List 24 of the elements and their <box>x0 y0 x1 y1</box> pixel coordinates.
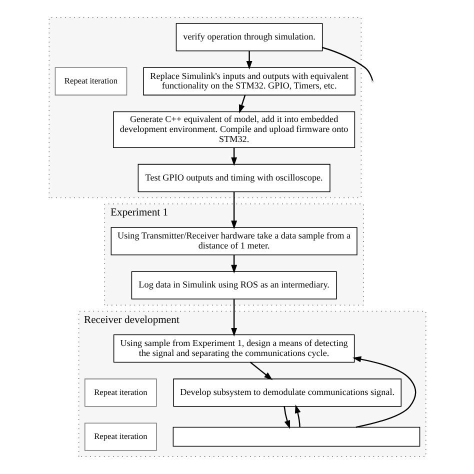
node-box: Repeat iteration <box>54 67 127 96</box>
node-box: verify operation through simulation. <box>175 23 322 52</box>
cluster <box>48 17 362 198</box>
arrow <box>230 254 237 274</box>
node-box: Log data in Simulink using ROS as an intermediary. <box>130 271 336 300</box>
arrow <box>246 51 252 70</box>
arrow <box>249 362 272 380</box>
arrow <box>352 356 416 428</box>
arrow <box>230 192 237 230</box>
node-box: Using Transmitter/Receiver hardware take a data sample from a distance of 1 meter. <box>110 227 357 256</box>
node-box <box>172 426 420 447</box>
node-box: Using sample from Experiment 1, design a means of detecting the signal and separating the communications cycle. <box>112 334 354 363</box>
node-box: Generate C++ equivalent of model, add it into embedded development environment. Compile and upload firmware onto STM32. <box>112 111 355 148</box>
node-box: Repeat iteration <box>84 378 156 407</box>
arrow <box>294 404 300 428</box>
node-box: Replace Simulink's inputs and outputs with equivalent functionality on the STM32. GPIO, Timers, etc. <box>142 67 355 96</box>
arrow <box>230 299 237 337</box>
arrow <box>230 148 237 166</box>
connector <box>322 46 373 81</box>
node-box: Test GPIO outputs and timing with oscilloscope. <box>137 164 330 192</box>
node-box: Develop subsystem to demodulate communications signal. <box>172 378 401 407</box>
arrow <box>283 406 290 429</box>
arrow <box>238 94 246 114</box>
node-box: Repeat iteration <box>84 422 156 451</box>
